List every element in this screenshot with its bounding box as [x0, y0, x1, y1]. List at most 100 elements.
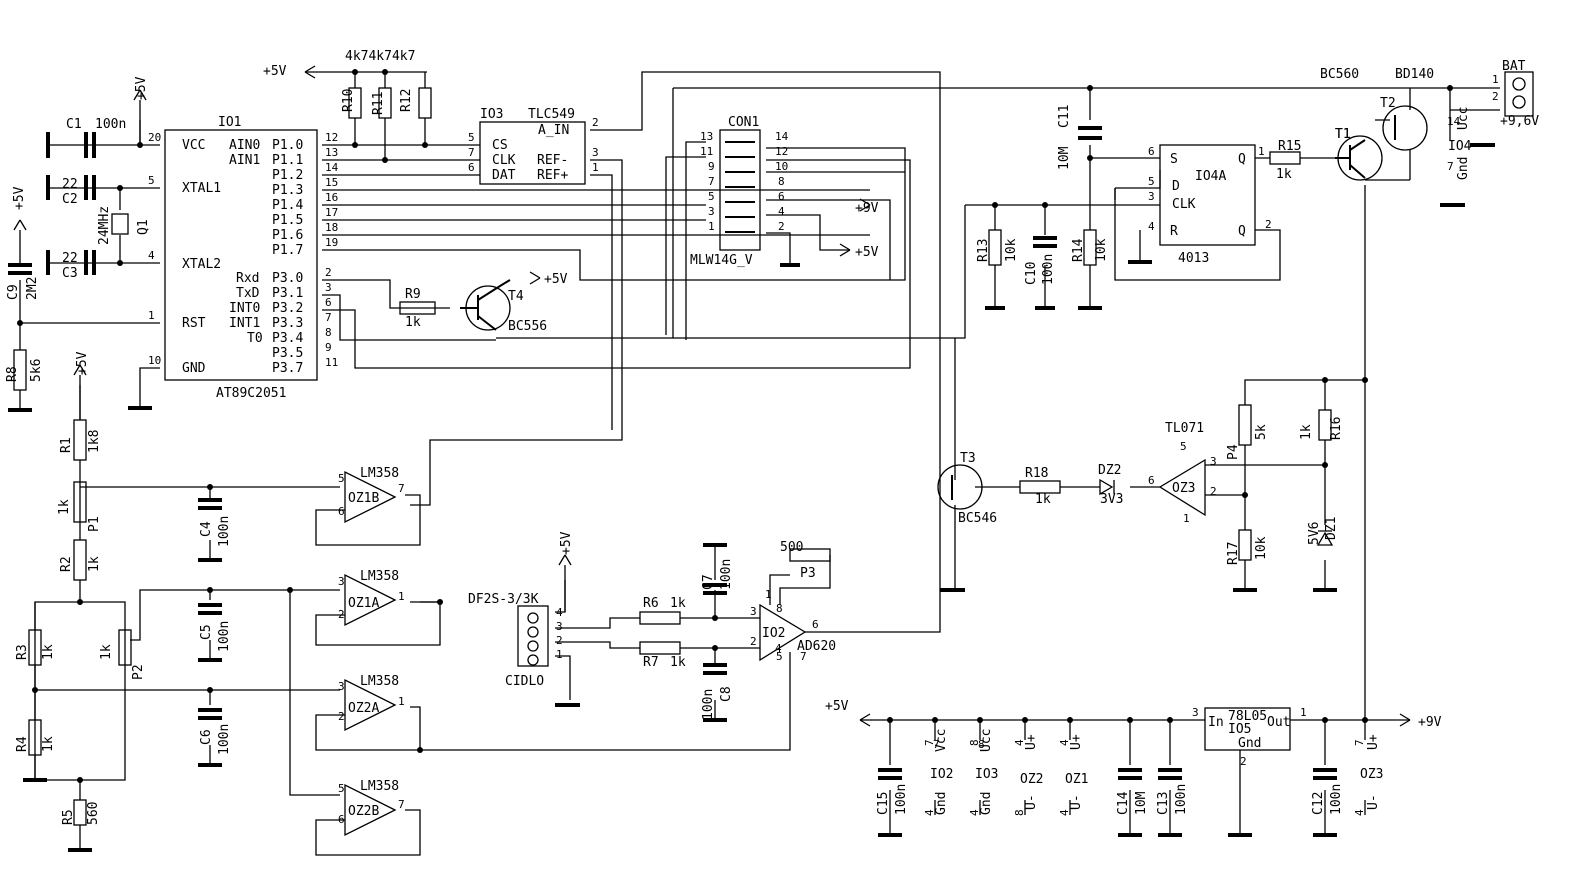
label-io4-gnd: Gnd	[1456, 157, 1471, 180]
pin-number: 13	[700, 130, 713, 143]
label-dz1: DZ1	[1324, 517, 1339, 540]
t2-transistor	[1382, 105, 1428, 151]
r11-resistor	[378, 87, 392, 119]
label-r9v: 1k	[405, 315, 421, 330]
label-r16v: 1k	[1299, 424, 1314, 440]
pin-number: 7	[468, 146, 475, 159]
r4-resistor	[28, 719, 42, 756]
pin-number: 1	[1492, 73, 1499, 86]
c12-capacitor	[1313, 768, 1337, 780]
label-b-um1: U-	[1024, 794, 1039, 810]
label-qn: Q	[1238, 224, 1246, 239]
pin-number: 1	[708, 220, 715, 233]
io3-chip	[479, 121, 586, 185]
label-bc556: BC556	[508, 319, 547, 334]
label-p31: P3.1	[272, 286, 303, 301]
pin-number: 1	[1300, 706, 1307, 719]
pin-number: 18	[325, 221, 338, 234]
label-xtal1: XTAL1	[182, 181, 221, 196]
label-r: R	[1170, 224, 1178, 239]
label-p17: P1.7	[272, 243, 303, 258]
label-r17v: 10k	[1254, 536, 1269, 560]
oz2b-opamp	[344, 783, 397, 837]
pin-number: 6	[1148, 145, 1155, 158]
label-r1v: 1k8	[87, 430, 102, 453]
r7-resistor	[639, 641, 681, 655]
label-p15: P1.5	[272, 213, 303, 228]
label-c5: C5	[199, 624, 214, 640]
label-c5v: 100n	[217, 621, 232, 652]
label-lm3: LM358	[360, 674, 399, 689]
label-p4: P4	[1226, 444, 1241, 460]
label-ad620: AD620	[797, 639, 836, 654]
label-p1: P1	[87, 516, 102, 532]
label-c12v: 100n	[1329, 784, 1344, 815]
oz3-opamp	[1158, 458, 1206, 517]
label-int1: INT1	[229, 316, 260, 331]
label-p12: P1.2	[272, 168, 303, 183]
r12-resistor	[418, 87, 432, 119]
pin-number: 17	[325, 206, 338, 219]
label-p16: P1.6	[272, 228, 303, 243]
label-plus9v-bot: +9V	[1418, 715, 1442, 730]
pin-number: 3	[338, 575, 345, 588]
label-oz2b: OZ2B	[348, 804, 379, 819]
label-q: Q	[1238, 152, 1246, 167]
label-b-um3: U-	[1366, 794, 1381, 810]
label-plus5v-c9: +5V	[12, 186, 27, 210]
label-lm2: LM358	[360, 569, 399, 584]
label-c1v: 100n	[95, 117, 126, 132]
pin-number: 6	[778, 190, 785, 203]
label-c2v: 22	[62, 177, 78, 192]
label-out: Out	[1267, 715, 1290, 730]
label-b-oz3: OZ3	[1360, 767, 1383, 782]
label-c4v: 100n	[217, 516, 232, 547]
label-r3: R3	[15, 644, 30, 660]
pin-number: 6	[338, 813, 345, 826]
r3-resistor	[28, 629, 42, 666]
pin-number: 5	[468, 131, 475, 144]
label-p1v: 1k	[57, 499, 72, 515]
pin-number: 12	[325, 131, 338, 144]
c13-capacitor	[1158, 768, 1182, 780]
oz1b-opamp	[344, 470, 397, 524]
pin-number: 14	[775, 130, 789, 143]
t3-transistor	[937, 464, 983, 510]
pin-number: 9	[708, 160, 715, 173]
r13-resistor	[988, 229, 1002, 266]
label-c1: C1	[66, 117, 82, 132]
pin-number: 2	[778, 220, 785, 233]
label-r6v: 1k	[670, 596, 686, 611]
pin-number: 1	[148, 309, 155, 322]
pin-number: 7	[1353, 739, 1366, 746]
label-r17: R17	[1226, 542, 1241, 565]
label-p32: P3.2	[272, 301, 303, 316]
label-p3: P3	[800, 566, 816, 581]
pin-number: 20	[148, 131, 161, 144]
label-r1: R1	[59, 437, 74, 453]
r18-resistor	[1019, 480, 1061, 494]
pin-number: 6	[812, 618, 819, 631]
label-r8v: 5k6	[29, 359, 44, 382]
label-p33: P3.3	[272, 316, 303, 331]
label-at89: AT89C2051	[216, 386, 286, 401]
pin-number: 3	[1192, 706, 1199, 719]
label-p11: P1.1	[272, 153, 303, 168]
label-dz1v: 5V6	[1307, 522, 1322, 545]
label-ain1: AIN1	[229, 153, 260, 168]
pin-number: 8	[778, 175, 785, 188]
label-c3v: 22	[62, 251, 78, 266]
label-b-io2: IO2	[930, 767, 953, 782]
label-r11: R11	[371, 92, 386, 115]
pin-number: 9	[325, 341, 332, 354]
label-dat: DAT	[492, 168, 516, 183]
label-r-vals: 4k74k74k7	[345, 49, 415, 64]
label-b-up2: U+	[1069, 734, 1084, 750]
label-t0: T0	[247, 331, 263, 346]
pin-number: 4	[1058, 739, 1071, 746]
label-in: In	[1208, 715, 1224, 730]
pin-number: 8	[776, 602, 783, 615]
label-lm4: LM358	[360, 779, 399, 794]
pin-number: 4	[923, 809, 936, 816]
label-r14v: 10k	[1094, 238, 1109, 262]
